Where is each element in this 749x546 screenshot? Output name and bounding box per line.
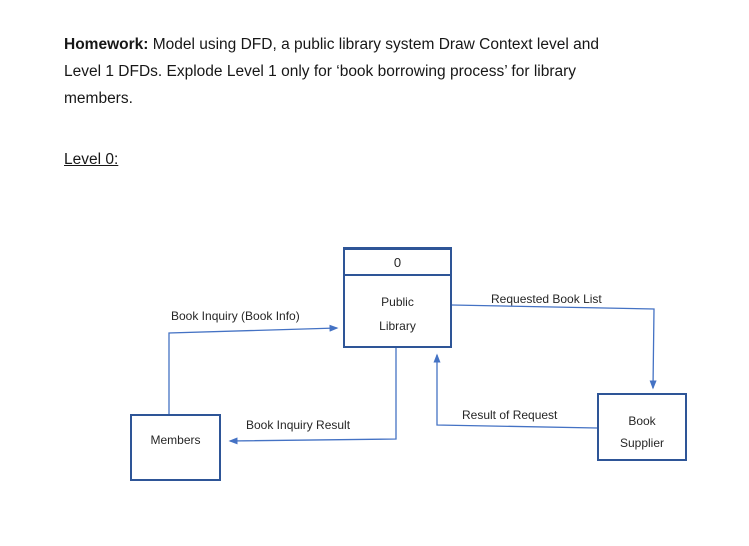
process-name-line-1: Public (381, 295, 414, 309)
section-heading-level0: Level 0: (64, 151, 119, 168)
homework-line-3: members. (64, 90, 133, 107)
homework-line-1-text: Model using DFD, a public library system… (148, 36, 599, 53)
homework-label: Homework: (64, 36, 149, 53)
homework-paragraph: Homework: Model using DFD, a public libr… (64, 31, 694, 112)
entity-supplier-line-1: Book (628, 414, 656, 428)
process-box-public-library: 0 Public Library (343, 247, 452, 348)
flow-arrow-book-inquiry (168, 324, 339, 415)
process-name-line-2: Library (379, 319, 416, 333)
process-name: Public Library (345, 276, 450, 346)
process-number: 0 (393, 254, 402, 270)
flow-label-requested-book-list: Requested Book List (491, 292, 602, 306)
flow-label-book-inquiry: Book Inquiry (Book Info) (171, 309, 300, 323)
process-number-band: 0 (345, 250, 450, 276)
flow-label-result-of-request: Result of Request (462, 408, 558, 422)
homework-line-2: Level 1 DFDs. Explode Level 1 only for ‘… (64, 63, 577, 80)
entity-members-label: Members (150, 432, 201, 447)
entity-box-members: Members (130, 414, 221, 481)
entity-box-book-supplier: Book Supplier (597, 393, 687, 461)
entity-supplier-line-2: Supplier (619, 436, 665, 450)
flow-arrow-requested-book-list (451, 304, 657, 390)
flow-label-book-inquiry-result: Book Inquiry Result (246, 418, 351, 432)
homework-line-1: Homework: Model using DFD, a public libr… (64, 31, 694, 58)
